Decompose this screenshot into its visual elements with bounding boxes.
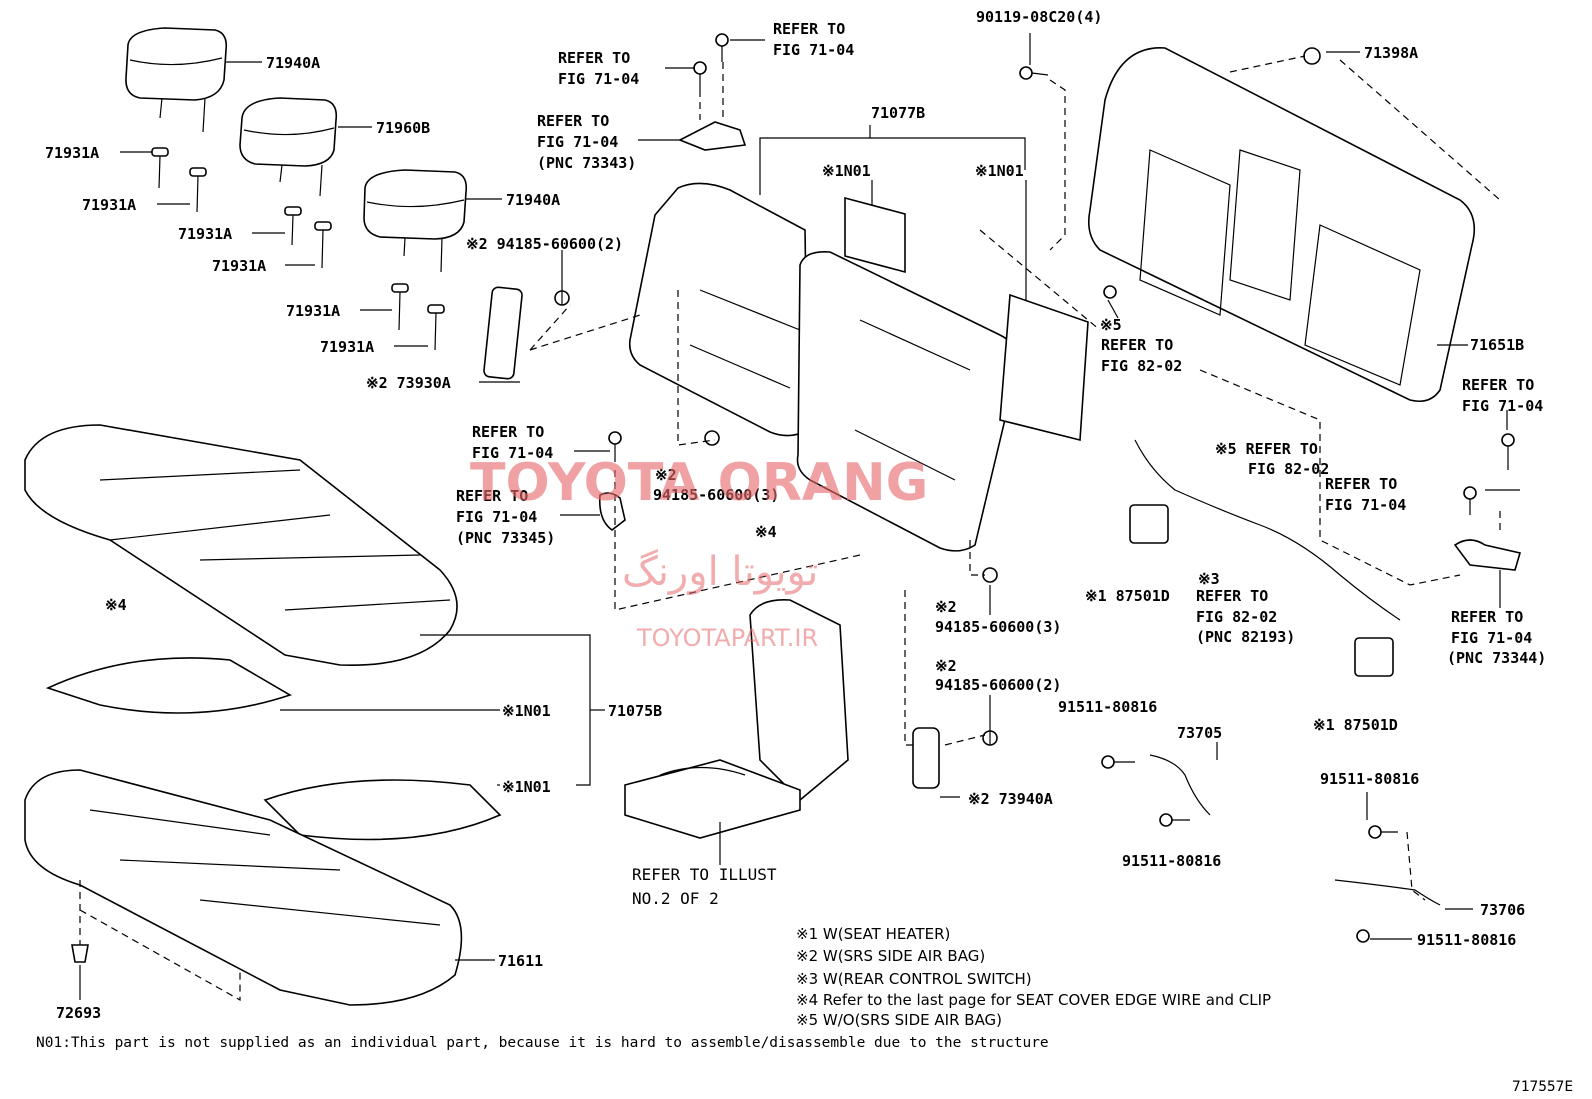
label-refer-g1: REFER TO [1462, 376, 1534, 394]
headrest-71940A-bottom [363, 169, 468, 273]
label-91511-b: 91511-80816 [1122, 852, 1221, 870]
label-x2-c: ※2 [935, 598, 957, 616]
label-91511-d: 91511-80816 [1417, 931, 1516, 949]
label-71940A-1: 71940A [266, 54, 320, 72]
part-labels: 71940A 71960B 71940A 71931A 71931A 71931… [45, 8, 1546, 1022]
watermark-url: TOYOTAPART.IR [636, 624, 818, 652]
label-94185-d: 94185-60600(2) [935, 676, 1061, 694]
label-refer-d1: REFER TO [472, 423, 544, 441]
label-refer-j3: (PNC 82193) [1196, 628, 1295, 646]
label-refer-j2: FIG 82-02 [1196, 608, 1277, 626]
seat-cushion-71075B [24, 424, 458, 667]
label-refer-e3: (PNC 73345) [456, 529, 555, 547]
watermark-persian: تویوتا اورنگ [622, 549, 818, 595]
label-refer-illust-2: NO.2 OF 2 [632, 889, 719, 908]
label-n01-d: ※1N01 [502, 778, 551, 796]
headrest-71940A-top [125, 27, 228, 133]
seatback-71077B [628, 182, 1019, 552]
dashed-lines [79, 55, 1501, 1002]
label-refer-f1: REFER TO [1101, 336, 1173, 354]
label-n01-b: ※1N01 [975, 162, 1024, 180]
label-refer-d2: FIG 71-04 [472, 444, 553, 462]
label-71611: 71611 [498, 952, 543, 970]
label-x4-b: ※4 [105, 596, 127, 614]
label-94185-a: ※2 94185-60600(2) [466, 235, 623, 253]
headrest-71960B [239, 97, 338, 197]
figure-id: 717557E [1512, 1079, 1573, 1095]
label-refer-e2: FIG 71-04 [456, 508, 537, 526]
label-refer-h2: FIG 82-02 [1248, 460, 1329, 478]
label-71931A-6: 71931A [320, 338, 374, 356]
label-71931A-4: 71931A [212, 257, 266, 275]
label-refer-h1: ※5 REFER TO [1215, 440, 1318, 458]
watermark: TOYOTA ORANG تویوتا اورنگ TOYOTAPART.IR [470, 453, 928, 652]
note-5: ※5 W/O(SRS SIDE AIR BAG) [796, 1011, 1002, 1029]
leader-lines [79, 33, 1520, 1000]
note-2: ※2 W(SRS SIDE AIR BAG) [796, 947, 985, 965]
note-1: ※1 W(SEAT HEATER) [796, 925, 950, 943]
label-73705: 73705 [1177, 724, 1222, 742]
label-71931A-5: 71931A [286, 302, 340, 320]
label-71940A-2: 71940A [506, 191, 560, 209]
label-x3: ※3 [1198, 570, 1220, 588]
label-x5-a: ※5 [1100, 316, 1122, 334]
label-refer-c3: (PNC 73343) [537, 154, 636, 172]
label-90119: 90119-08C20(4) [976, 8, 1102, 26]
wire-harness [1129, 439, 1441, 906]
label-refer-f2: FIG 82-02 [1101, 357, 1182, 375]
note-3: ※3 W(REAR CONTROL SWITCH) [796, 970, 1032, 988]
label-71931A-1: 71931A [45, 144, 99, 162]
brackets [598, 121, 1522, 571]
pads-N01 [45, 196, 1089, 841]
label-refer-illust-1: REFER TO ILLUST [632, 865, 777, 884]
label-87501D-a: ※1 87501D [1085, 587, 1170, 605]
legend-notes: ※1 W(SEAT HEATER) ※2 W(SRS SIDE AIR BAG)… [796, 925, 1271, 1029]
label-refer-c2: FIG 71-04 [537, 133, 618, 151]
footnote: N01:This part is not supplied as an indi… [36, 1035, 1049, 1051]
label-refer-g2: FIG 71-04 [1462, 397, 1543, 415]
label-refer-k3: (PNC 73344) [1447, 649, 1546, 667]
label-71077B: 71077B [871, 104, 925, 122]
label-71075B: 71075B [608, 702, 662, 720]
label-x2-b: ※2 [655, 466, 677, 484]
label-refer-k2: FIG 71-04 [1451, 629, 1532, 647]
label-refer-e1: REFER TO [456, 487, 528, 505]
label-71931A-3: 71931A [178, 225, 232, 243]
label-refer-b1: REFER TO [558, 49, 630, 67]
label-72693: 72693 [56, 1004, 101, 1022]
label-refer-k1: REFER TO [1451, 608, 1523, 626]
armrest [624, 598, 849, 839]
label-refer-c1: REFER TO [537, 112, 609, 130]
label-87501D-b: ※1 87501D [1313, 716, 1398, 734]
label-94185-b: 94185-60600(3) [653, 486, 779, 504]
note-4: ※4 Refer to the last page for SEAT COVER… [796, 991, 1271, 1009]
label-x4-a: ※4 [755, 523, 777, 541]
label-refer-b2: FIG 71-04 [558, 70, 639, 88]
seatback-71651B [1087, 47, 1476, 403]
headrest-supports [151, 147, 445, 351]
label-refer-i2: FIG 71-04 [1325, 496, 1406, 514]
label-refer-a2: FIG 71-04 [773, 41, 854, 59]
label-refer-i1: REFER TO [1325, 475, 1397, 493]
label-91511-a: 91511-80816 [1058, 698, 1157, 716]
label-n01-a: ※1N01 [822, 162, 871, 180]
label-73706: 73706 [1480, 901, 1525, 919]
seat-cushion-71611 [24, 769, 463, 1006]
label-71931A-2: 71931A [82, 196, 136, 214]
label-73930A: ※2 73930A [366, 374, 451, 392]
label-73940A: ※2 73940A [968, 790, 1053, 808]
label-n01-c: ※1N01 [502, 702, 551, 720]
label-71398A: 71398A [1364, 44, 1418, 62]
label-refer-j1: REFER TO [1196, 587, 1268, 605]
label-refer-a1: REFER TO [773, 20, 845, 38]
label-91511-c: 91511-80816 [1320, 770, 1419, 788]
label-71960B: 71960B [376, 119, 430, 137]
watermark-brand: TOYOTA ORANG [470, 453, 928, 513]
label-x2-d: ※2 [935, 657, 957, 675]
label-94185-c: 94185-60600(3) [935, 618, 1061, 636]
bolts [71, 33, 1515, 963]
label-71651B: 71651B [1470, 336, 1524, 354]
side-airbags [483, 286, 940, 789]
